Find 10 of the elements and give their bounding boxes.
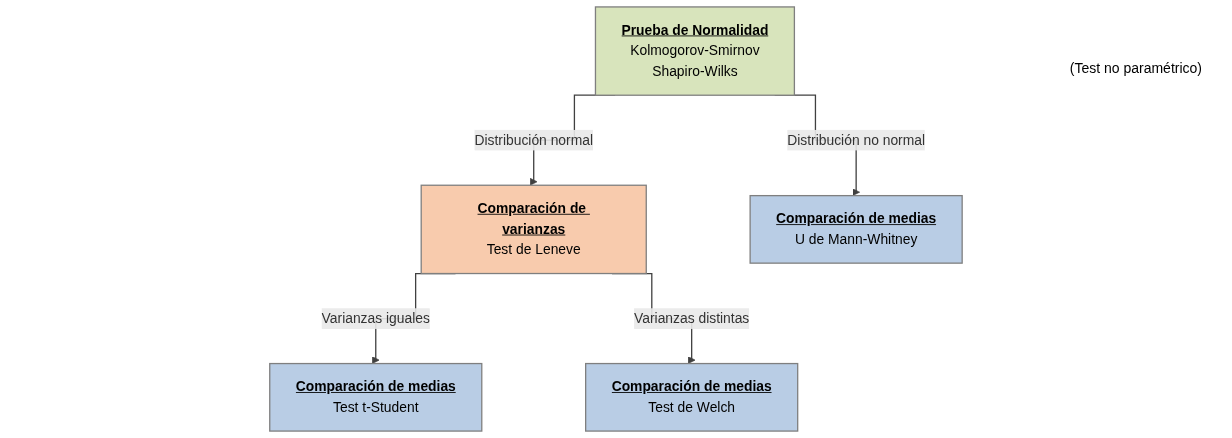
node-box: Comparación de medias U de Mann-Whitney (749, 195, 963, 264)
node-box: Comparación de varianzas Test de Leneve (420, 184, 647, 275)
edge-label: Varianzas distintas (634, 310, 750, 326)
edge-label: Varianzas iguales (321, 310, 430, 326)
node-box: Prueba de Normalidad Kolmogorov-Smirnov Shapiro-Wilks (594, 6, 796, 96)
node-box: Comparación de medias Test de Welch (585, 362, 799, 432)
note-text: (Test no paramétrico) (1069, 60, 1202, 76)
edge-label: Distribución no normal (787, 132, 926, 148)
node-box: Comparación de medias Test t-Student (269, 362, 483, 432)
edge-label: Distribución normal (474, 132, 594, 148)
